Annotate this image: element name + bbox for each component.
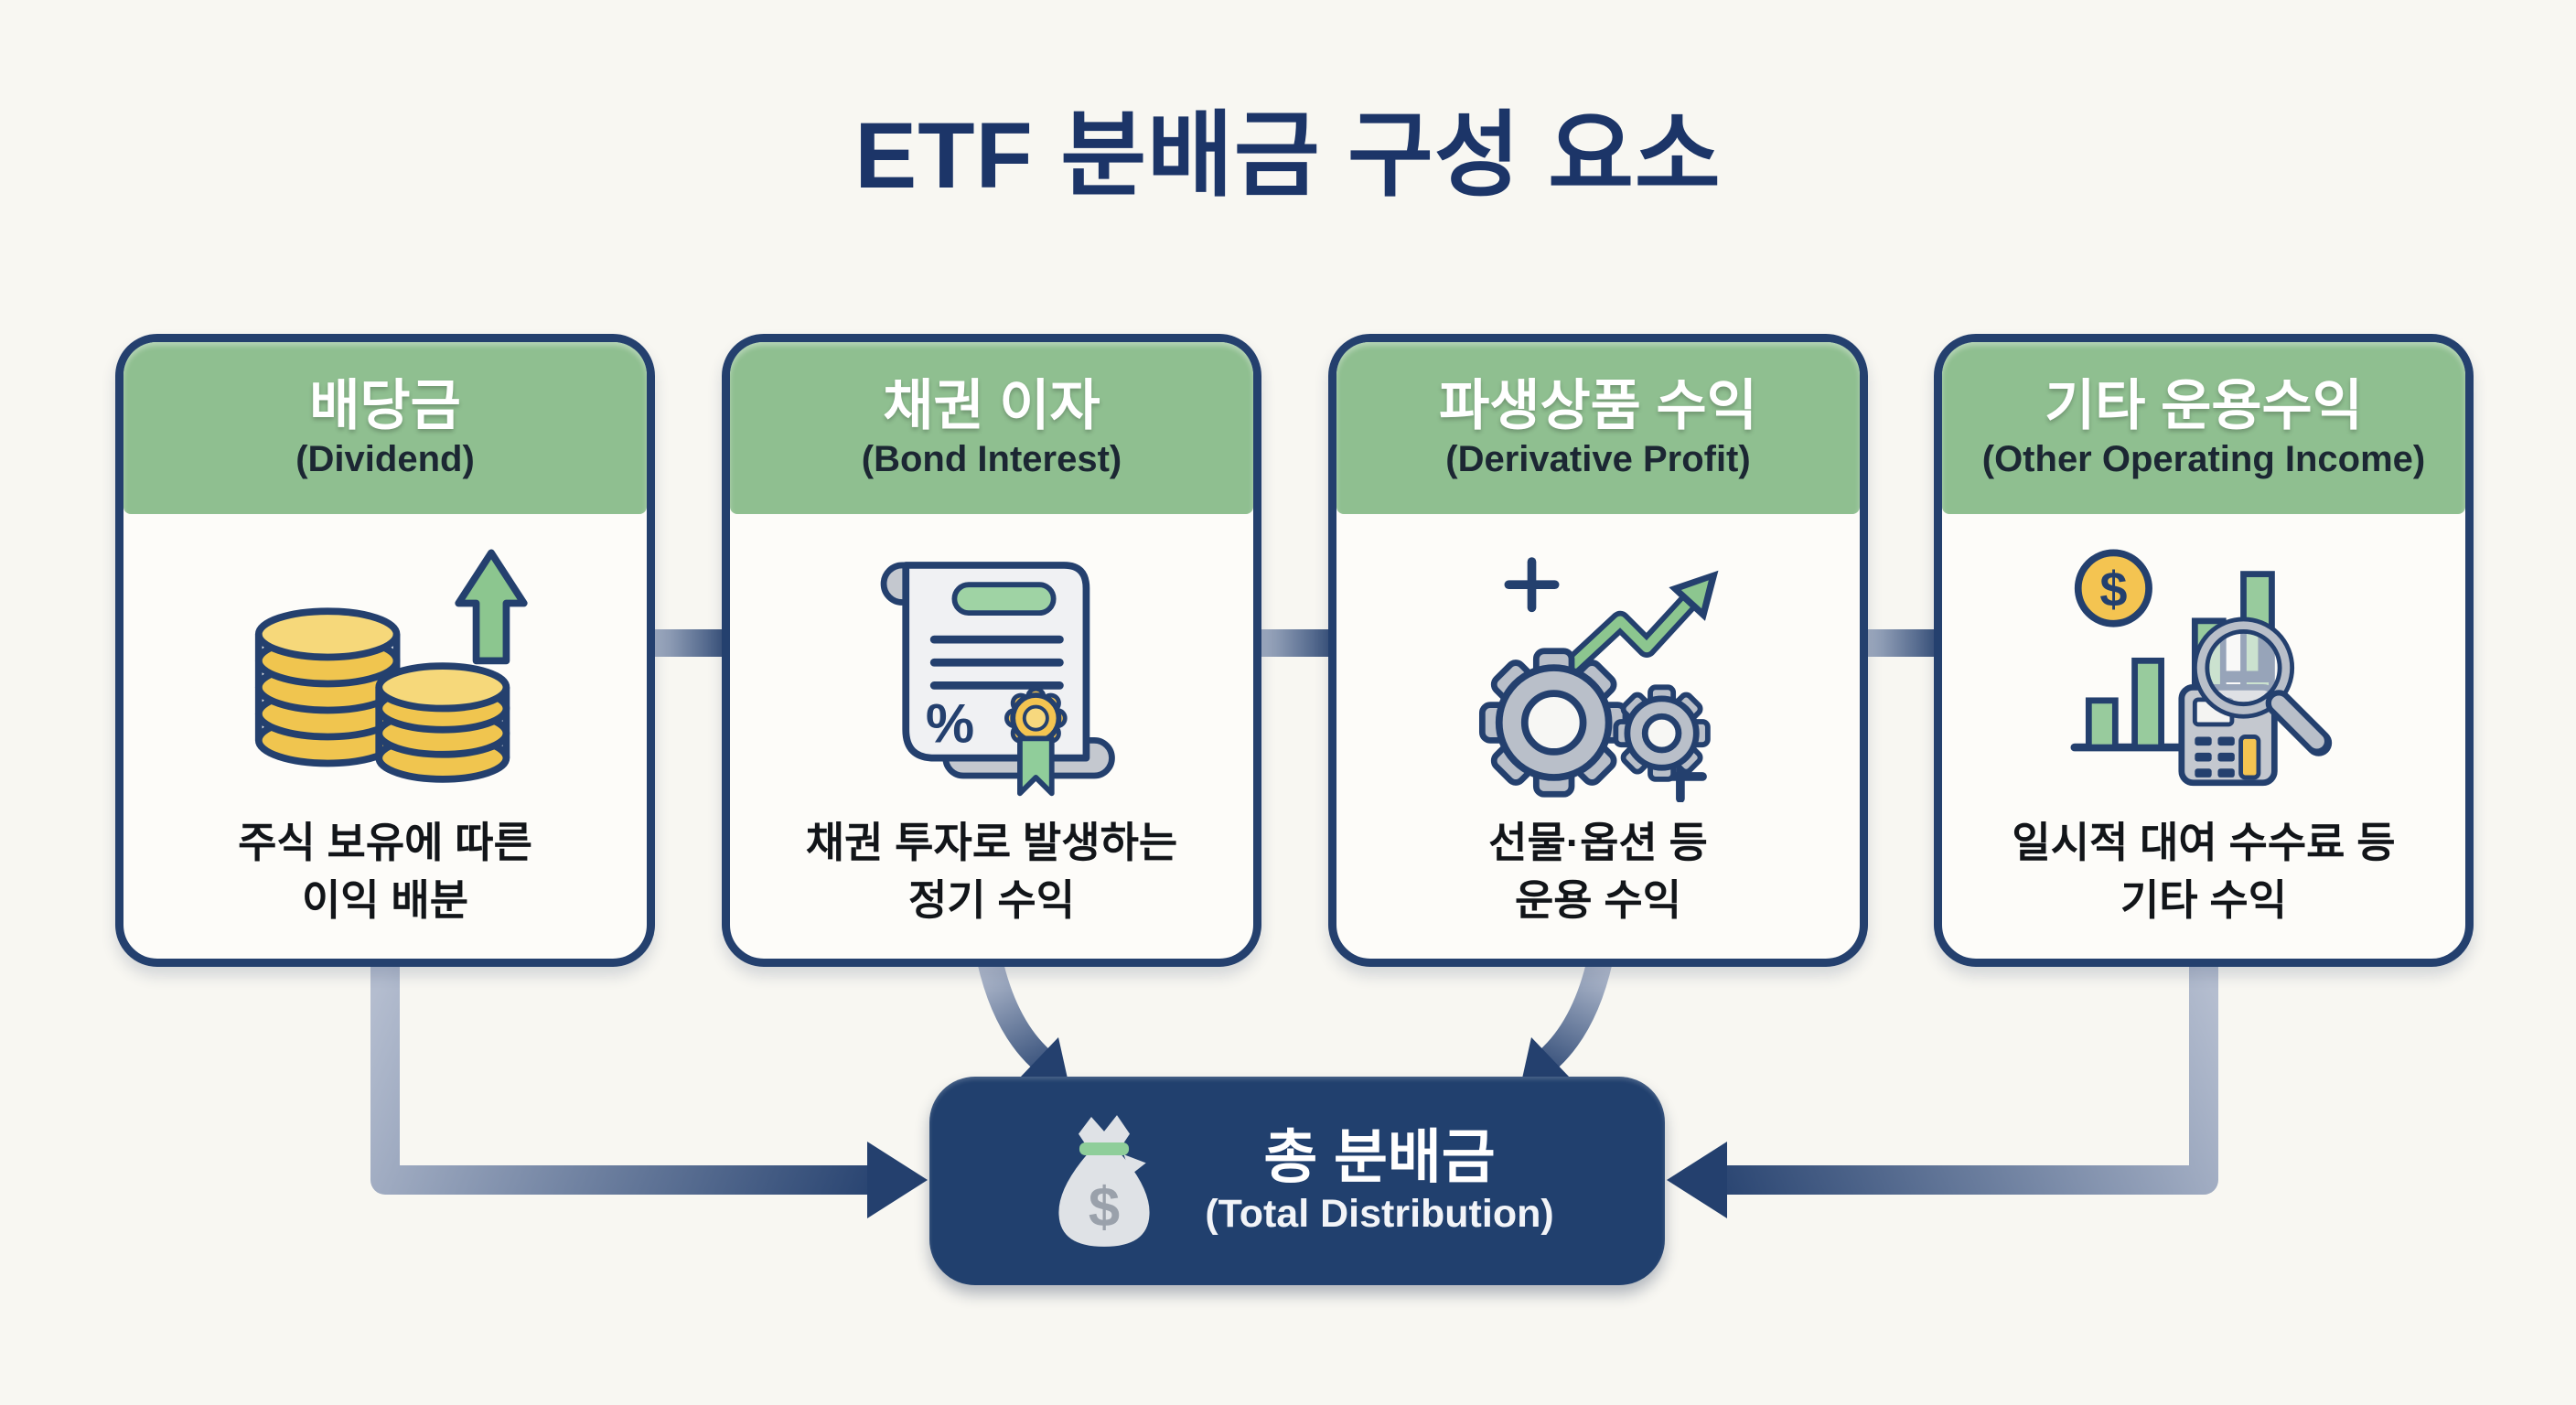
card-derivative-profit: 파생상품 수익 (Derivative Profit)	[1328, 334, 1868, 967]
desc-line-2: 기타 수익	[2120, 876, 2288, 925]
card-description: 주식 보유에 따른 이익 배분	[238, 814, 532, 930]
card-header: 채권 이자 (Bond Interest)	[730, 342, 1253, 514]
card-header: 배당금 (Dividend)	[123, 342, 647, 514]
connector-bar-2	[1247, 629, 1343, 657]
gears-growth-icon	[1452, 527, 1744, 812]
card-title-korean: 배당금	[309, 375, 461, 436]
desc-line-2: 정기 수익	[907, 876, 1076, 925]
card-title-english: (Bond Interest)	[861, 439, 1122, 479]
total-distribution-box: $ 총 분배금 (Total Distribution)	[929, 1077, 1665, 1285]
card-title-english: (Other Operating Income)	[1981, 439, 2426, 479]
svg-text:$: $	[1089, 1175, 1120, 1239]
card-header: 기타 운용수익 (Other Operating Income)	[1942, 342, 2465, 514]
card-other-operating-income: 기타 운용수익 (Other Operating Income) $	[1934, 334, 2474, 967]
svg-text:%: %	[926, 692, 974, 754]
card-description: 채권 투자로 발생하는 정기 수익	[806, 814, 1177, 930]
connector-bar-1	[640, 629, 736, 657]
card-title-korean: 파생상품 수익	[1439, 375, 1757, 436]
desc-line-2: 이익 배분	[301, 876, 469, 925]
desc-line-1: 선물·옵션 등	[1488, 819, 1708, 866]
financial-analysis-icon: $	[2057, 527, 2350, 812]
connector-bar-3	[1853, 629, 1948, 657]
page-title: ETF 분배금 구성 요소	[854, 103, 1722, 208]
desc-line-1: 주식 보유에 따른	[238, 819, 532, 866]
flow-arrow-derivative	[1520, 948, 1613, 1087]
desc-line-2: 운용 수익	[1514, 876, 1682, 925]
desc-line-1: 채권 투자로 발생하는	[805, 819, 1178, 866]
total-box-text: 총 분배금 (Total Distribution)	[1205, 1124, 1553, 1237]
money-bag-icon: $	[1040, 1107, 1168, 1255]
card-title-english: (Dividend)	[295, 439, 475, 479]
flow-arrow-bond-interest	[977, 948, 1069, 1087]
card-description: 선물·옵션 등 운용 수익	[1488, 814, 1708, 930]
desc-line-1: 일시적 대여 수수료 등	[2012, 819, 2396, 866]
card-dividend: 배당금 (Dividend)	[115, 334, 655, 967]
card-bond-interest: 채권 이자 (Bond Interest) %	[722, 334, 1261, 967]
flow-arrow-dividend	[370, 960, 928, 1218]
card-title-korean: 기타 운용수익	[2045, 375, 2363, 436]
card-header: 파생상품 수익 (Derivative Profit)	[1336, 342, 1860, 514]
card-description: 일시적 대여 수수료 등 기타 수익	[2012, 814, 2395, 930]
svg-text:$: $	[2099, 562, 2127, 617]
coins-growth-icon	[239, 527, 531, 812]
flow-arrow-other-income	[1667, 960, 2218, 1218]
total-title-korean: 총 분배금	[1263, 1124, 1496, 1191]
card-title-korean: 채권 이자	[883, 375, 1100, 436]
card-title-english: (Derivative Profit)	[1445, 439, 1751, 479]
bond-certificate-icon: %	[845, 527, 1138, 812]
total-title-english: (Total Distribution)	[1205, 1192, 1554, 1237]
